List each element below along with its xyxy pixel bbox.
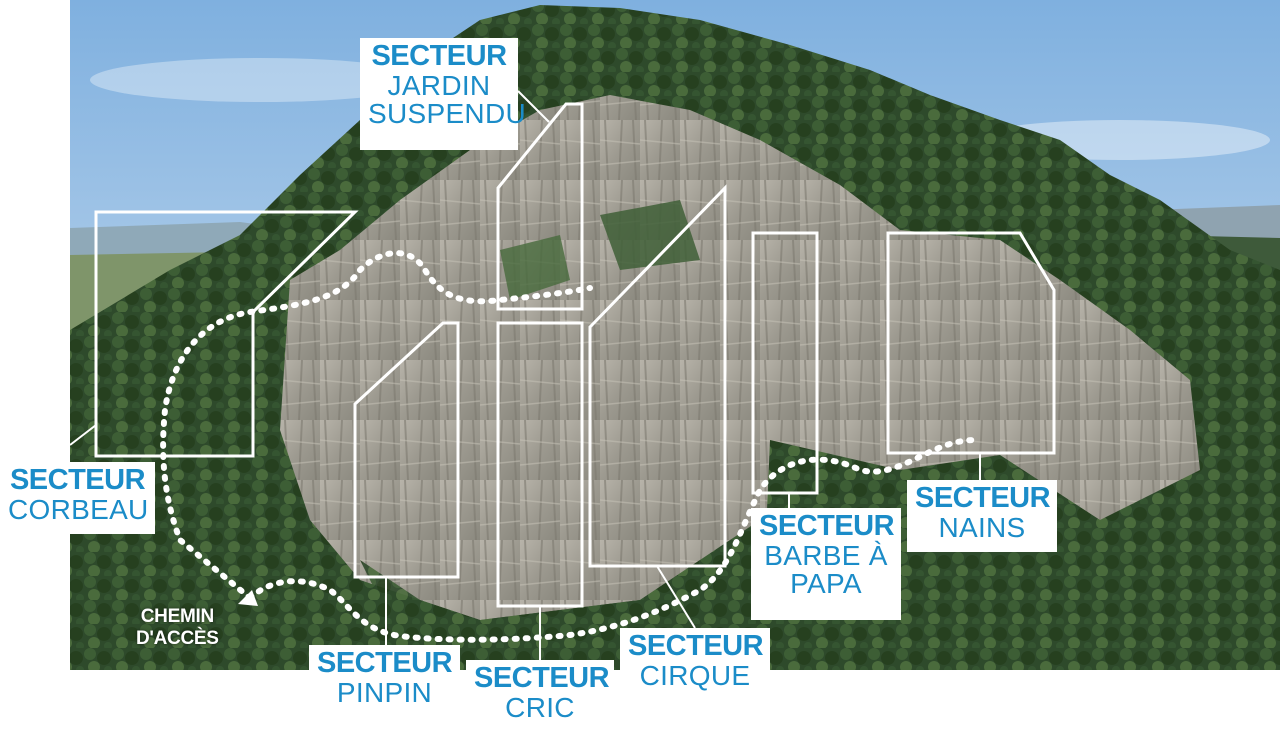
sector-name: JARDIN (387, 69, 491, 101)
sector-title: SECTEUR (474, 662, 610, 694)
sector-name: PAPA (790, 568, 862, 600)
sector-name: BARBE À (764, 539, 888, 571)
sector-name: SUSPENDU (368, 98, 526, 130)
sector-title: SECTEUR (317, 647, 453, 679)
sector-label-barbe-a-papa: SECTEUR BARBE À PAPA (751, 508, 901, 620)
sector-title: SECTEUR (371, 40, 507, 72)
sector-name: CIRQUE (639, 659, 751, 691)
rock-face (280, 95, 1200, 620)
sector-label-pinpin: SECTEUR PINPIN (309, 645, 460, 721)
access-path-label: CHEMIN D'ACCÈS (136, 606, 219, 650)
access-path-line1: CHEMIN (140, 606, 214, 627)
sector-title: SECTEUR (759, 510, 895, 542)
sector-outline-cric (496, 321, 584, 608)
sector-label-jardin-suspendu: SECTEUR JARDIN SUSPENDU (360, 38, 526, 150)
sector-name: NAINS (938, 511, 1026, 543)
sector-label-cric: SECTEUR CRIC (466, 660, 614, 729)
sector-label-cirque: SECTEUR CIRQUE (620, 628, 770, 704)
sector-title: SECTEUR (9, 464, 146, 496)
sector-name: PINPIN (336, 676, 433, 708)
access-path (160, 250, 978, 643)
sector-title: SECTEUR (915, 482, 1051, 514)
sector-outline-jardin-suspendu (496, 102, 584, 311)
sector-outline-pinpin (353, 321, 460, 579)
sector-name: CORBEAU (8, 493, 149, 525)
access-path-line2: D'ACCÈS (136, 627, 219, 649)
sector-outline-corbeau (94, 210, 359, 458)
sector-label-corbeau: SECTEUR CORBEAU (0, 462, 155, 534)
sector-title: SECTEUR (628, 630, 764, 662)
sector-outline-barbe-a-papa (751, 231, 819, 495)
sector-name: CRIC (505, 691, 575, 723)
sector-outline-nains (886, 231, 1056, 455)
sector-label-nains: SECTEUR NAINS (907, 480, 1057, 552)
sector-outline-cirque (588, 184, 727, 568)
